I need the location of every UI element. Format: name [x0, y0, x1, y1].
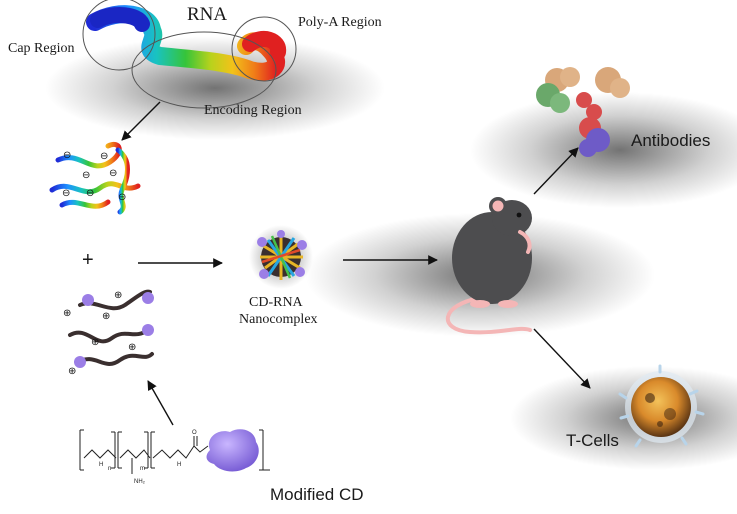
- positive-charge-icon: ⊕: [63, 308, 71, 319]
- cd-blob: [206, 429, 259, 472]
- negative-charge-icon: ⊖: [82, 170, 90, 181]
- rna-shadow: [45, 36, 385, 140]
- negative-charge-icon: ⊖: [109, 168, 117, 179]
- negative-charge-icon: ⊖: [100, 151, 108, 162]
- chem-subscript-nh2: NH₂: [134, 479, 146, 485]
- chem-subscript-o: O: [192, 430, 197, 436]
- positive-charge-icon: ⊕: [102, 311, 110, 322]
- positive-charge-icon: ⊕: [128, 342, 136, 353]
- mouse-graphic: [446, 197, 532, 335]
- t-cells-label: T-Cells: [566, 431, 619, 450]
- cd-rna-nanocomplex-label-line2: Nanocomplex: [239, 312, 318, 327]
- tcell-graphic: [618, 364, 705, 448]
- modified-cd-label: Modified CD: [270, 485, 364, 504]
- rna-title: RNA: [187, 4, 228, 25]
- cd-rna-nanocomplex-graphic: [249, 225, 313, 289]
- chem-subscript-h2: H: [177, 462, 181, 468]
- rna-strands: [49, 142, 141, 215]
- antibodies-label: Antibodies: [631, 131, 711, 150]
- negative-charge-icon: ⊖: [86, 188, 94, 199]
- negative-charges: ⊖ ⊖ ⊖ ⊖ ⊖ ⊖ ⊖: [62, 150, 126, 203]
- cap-region-label: Cap Region: [8, 41, 75, 56]
- arrow-rna-to-strands: [121, 101, 161, 141]
- positive-charge-icon: ⊕: [68, 366, 76, 377]
- cd-polymers: [68, 289, 154, 368]
- encoding-region-ring: [131, 31, 277, 109]
- arrow-cd-to-complex: [147, 380, 174, 426]
- cap-region-ring: [82, 0, 156, 71]
- plus-sign: +: [82, 249, 94, 271]
- negative-charge-icon: ⊖: [62, 188, 70, 199]
- poly-a-region-ring: [231, 16, 297, 82]
- positive-charges: ⊕ ⊕ ⊕ ⊕ ⊕ ⊕: [63, 290, 136, 377]
- poly-a-region-label: Poly-A Region: [298, 15, 382, 30]
- modified-cd-atoms: H n m NH₂ O H: [99, 430, 197, 485]
- arrow-to-tcells: [533, 328, 591, 389]
- negative-charge-icon: ⊖: [63, 150, 71, 161]
- modified-cd-structure: [79, 429, 270, 474]
- arrow-to-antibodies: [533, 147, 579, 195]
- positive-charge-icon: ⊕: [114, 290, 122, 301]
- chem-subscript-n: n: [108, 466, 111, 472]
- encoding-region-label: Encoding Region: [204, 103, 302, 118]
- positive-charge-icon: ⊕: [91, 337, 99, 348]
- chem-subscript-m: m: [140, 466, 145, 472]
- chem-subscript-h: H: [99, 462, 103, 468]
- antibody-graphic: [536, 67, 630, 157]
- negative-charge-icon: ⊖: [118, 192, 126, 203]
- cd-rna-nanocomplex-label-line1: CD-RNA: [249, 295, 303, 310]
